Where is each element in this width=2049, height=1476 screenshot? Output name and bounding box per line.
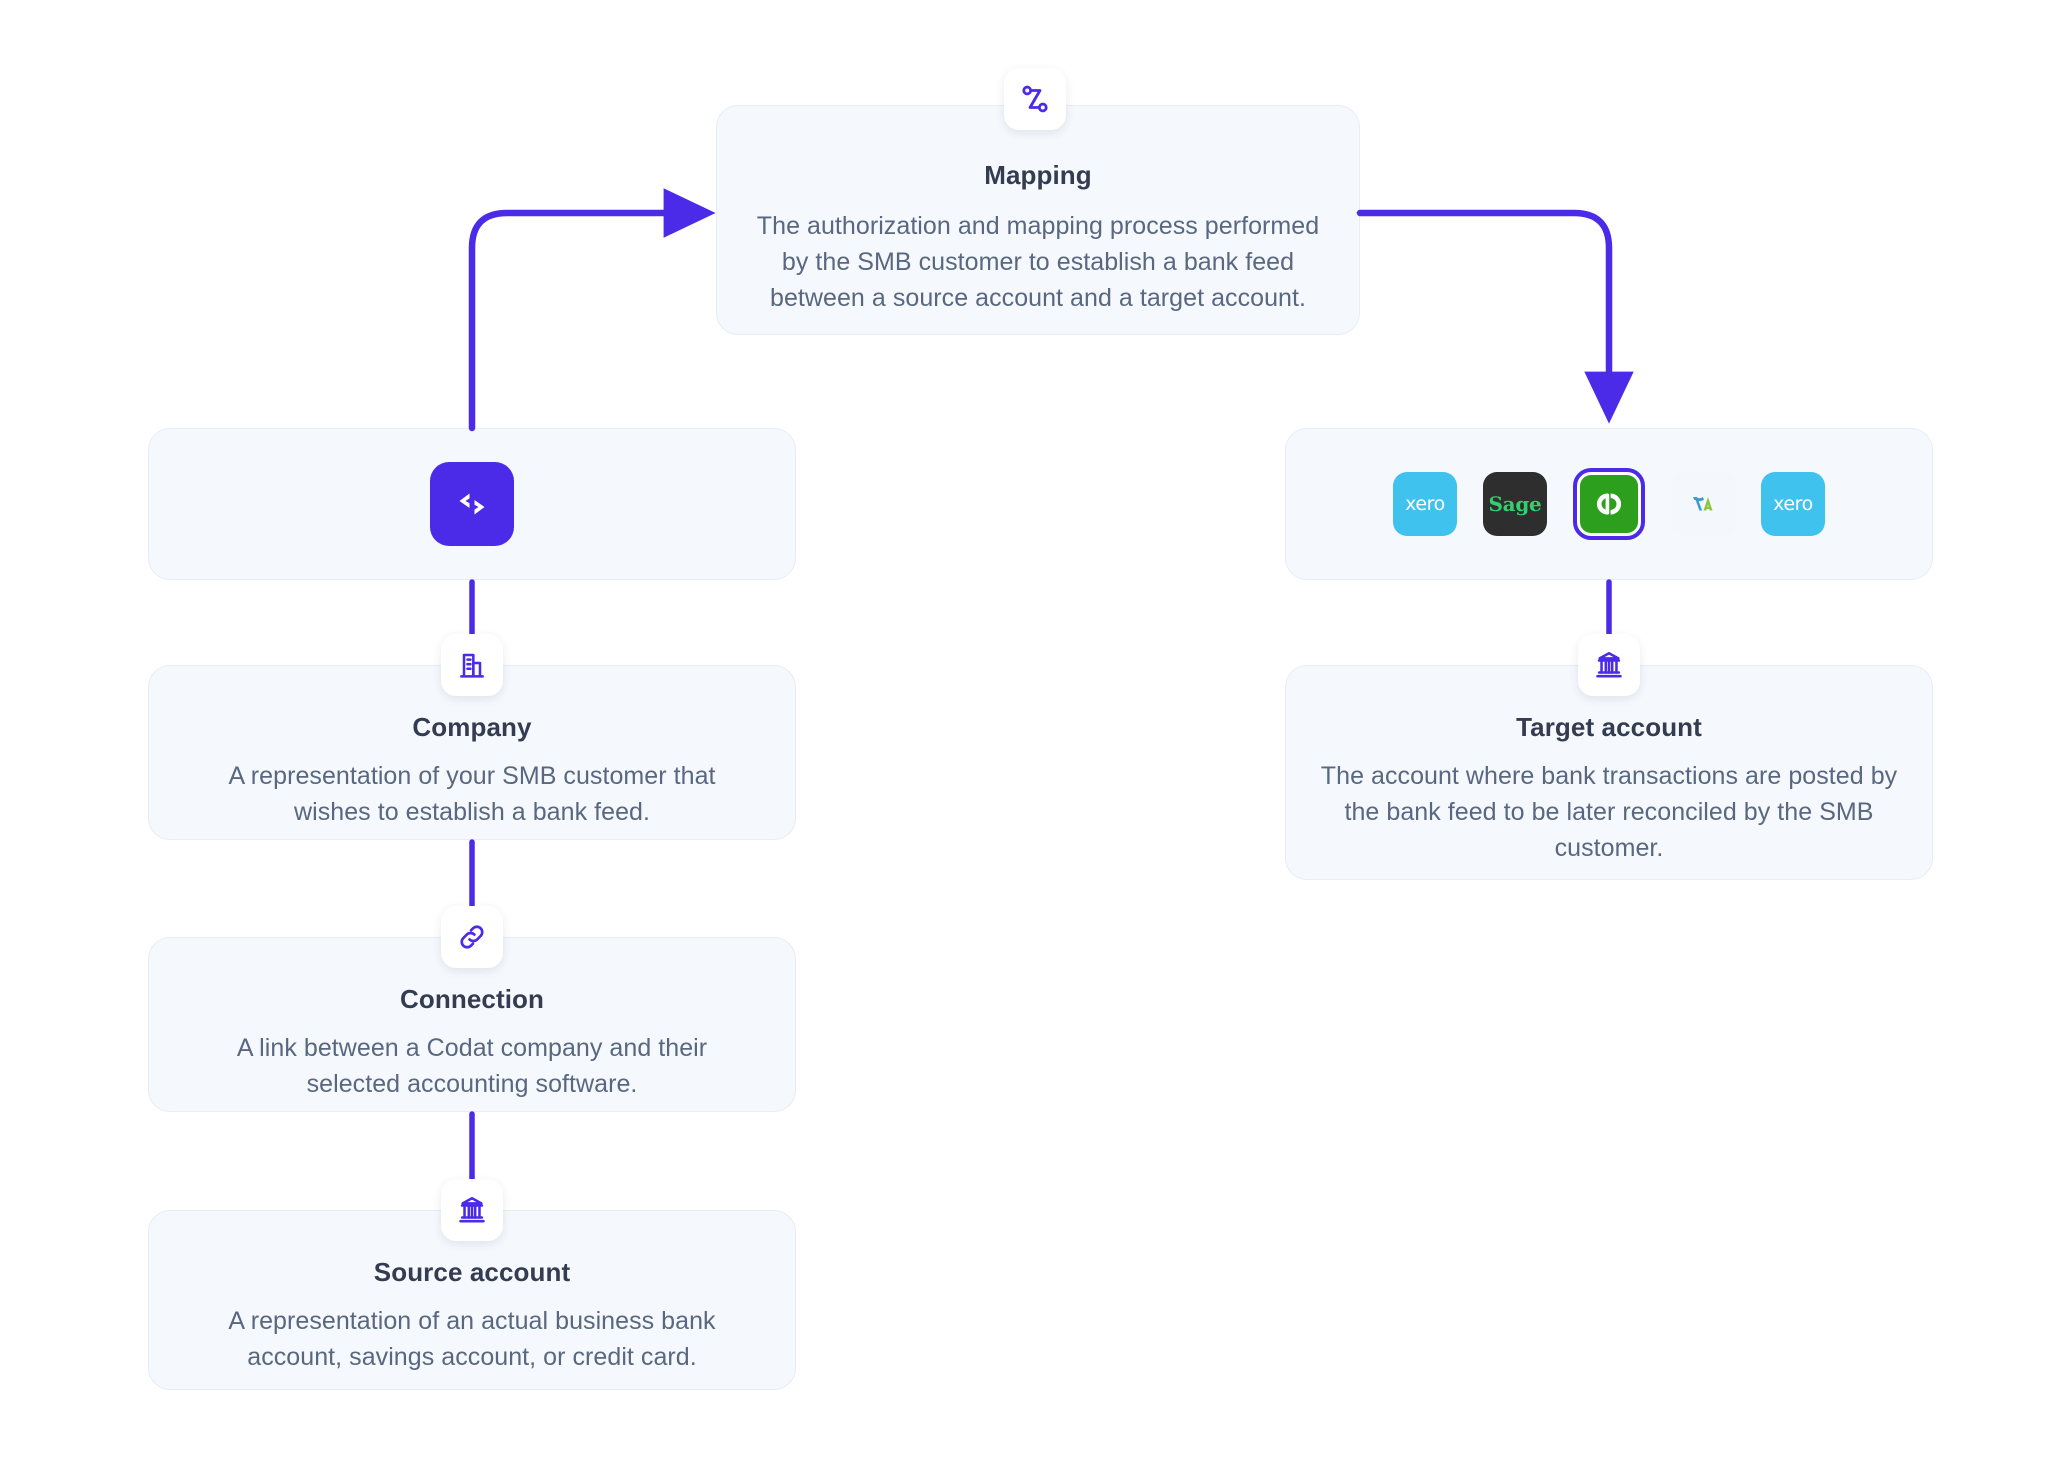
codat-chevrons-logo — [430, 462, 514, 546]
company-description: A representation of your SMB customer th… — [228, 762, 716, 826]
platform-logo-sage[interactable]: Sage — [1483, 472, 1547, 536]
platform-logo-xero-secondary[interactable]: xero — [1761, 472, 1825, 536]
company-card: Company A representation of your SMB cus… — [148, 665, 796, 840]
source-account-title: Source account — [373, 1257, 571, 1287]
connection-description: A link between a Codat company and their… — [236, 1034, 708, 1098]
source-account-card: Source account A representation of an ac… — [148, 1210, 796, 1390]
platform-label-sage: Sage — [1488, 492, 1542, 516]
source-account-description: A representation of an actual business b… — [228, 1307, 716, 1371]
target-account-description: The account where bank transactions are … — [1320, 762, 1898, 862]
bank-icon-target — [1578, 634, 1640, 696]
platform-logo-xero[interactable]: xero — [1393, 472, 1457, 536]
platform-logo-quickbooks-selected[interactable] — [1573, 468, 1645, 540]
office-building-icon — [441, 634, 503, 696]
mapping-description: The authorization and mapping process pe… — [756, 212, 1320, 312]
bank-icon — [441, 1179, 503, 1241]
platform-logos-box: xero Sage — [1285, 428, 1933, 580]
target-account-title: Target account — [1516, 712, 1702, 742]
platform-list: xero Sage — [1286, 429, 1932, 579]
company-title: Company — [412, 712, 532, 742]
platform-label-xero: xero — [1405, 493, 1445, 515]
route-mapping-icon — [1004, 68, 1066, 130]
codat-logo-box — [148, 428, 796, 580]
quickbooks-glyph — [1580, 475, 1638, 533]
mapping-title: Mapping — [984, 160, 1092, 190]
target-account-card: Target account The account where bank tr… — [1285, 665, 1933, 880]
connection-title: Connection — [400, 984, 544, 1014]
mapping-card: Mapping The authorization and mapping pr… — [716, 105, 1360, 335]
connector-codat-to-mapping — [468, 188, 716, 432]
platform-logo-freeagent[interactable] — [1671, 472, 1735, 536]
platform-label-xero-secondary: xero — [1773, 493, 1813, 515]
connector-mapping-to-platforms — [1356, 209, 1634, 424]
link-chain-icon — [441, 906, 503, 968]
